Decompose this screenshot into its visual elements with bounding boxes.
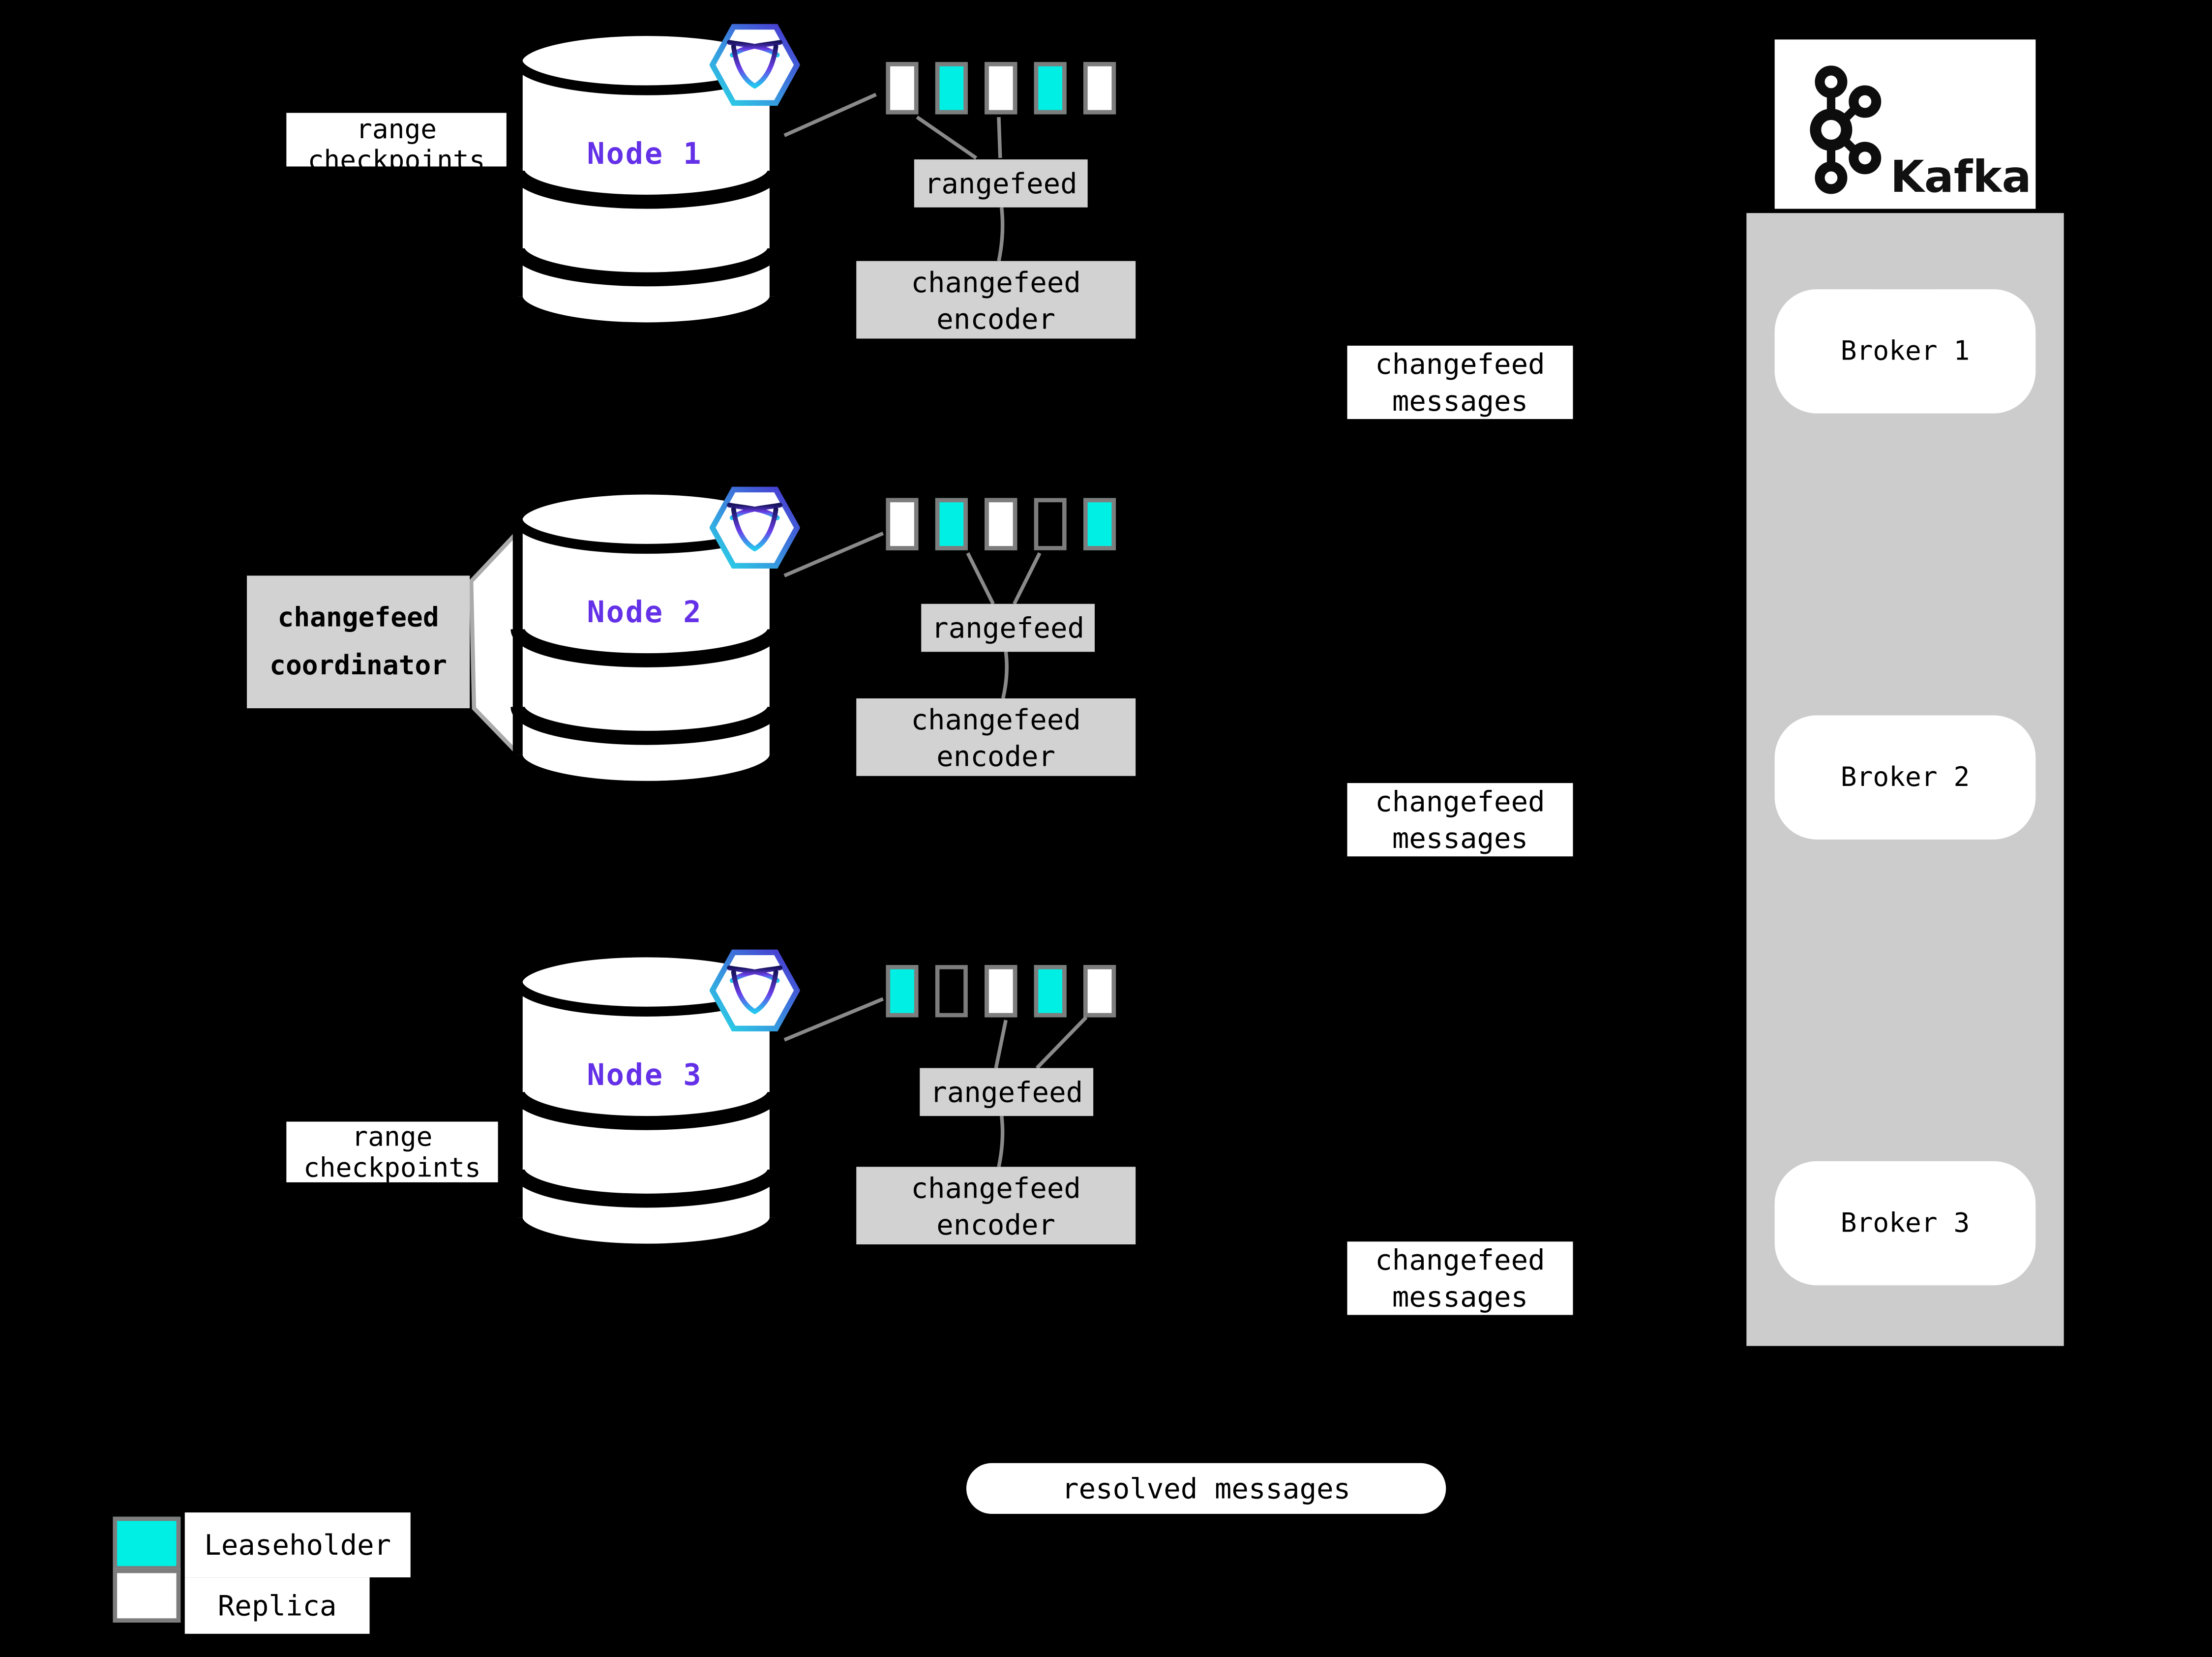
changefeed-encoder-box-node1: changefeed encoder bbox=[856, 261, 1136, 339]
cockroachdb-icon bbox=[709, 24, 800, 106]
range-square bbox=[886, 965, 919, 1018]
cockroachdb-icon bbox=[709, 486, 800, 569]
changefeed-messages-label-1: changefeed messages bbox=[1347, 345, 1573, 419]
range-square bbox=[935, 965, 968, 1018]
range-square bbox=[1083, 498, 1116, 550]
cockroachdb-icon bbox=[709, 949, 800, 1031]
encoder-label-line2: encoder bbox=[936, 1207, 1056, 1242]
messages-label-line2: messages bbox=[1392, 1279, 1528, 1314]
changefeed-messages-label-2: changefeed messages bbox=[1347, 783, 1573, 857]
range-square bbox=[985, 498, 1017, 550]
messages-label-line1: changefeed bbox=[1375, 347, 1545, 381]
range-checkpoints-line1: range bbox=[356, 114, 437, 146]
rangefeed-box-node1: rangefeed bbox=[914, 159, 1088, 208]
legend-replica-swatch bbox=[113, 1568, 181, 1623]
messages-label-line2: messages bbox=[1392, 821, 1528, 855]
range-square bbox=[1083, 62, 1116, 115]
range-square bbox=[1083, 965, 1116, 1018]
node1-label: Node 1 bbox=[587, 137, 703, 171]
legend-replica-label: Replica bbox=[184, 1577, 370, 1634]
range-square bbox=[985, 62, 1017, 115]
messages-label-line2: messages bbox=[1392, 384, 1528, 418]
kafka-cluster-container: Broker 1 Broker 2 Broker 3 bbox=[1746, 213, 2064, 1346]
encoder-label-line1: changefeed bbox=[911, 1171, 1081, 1205]
changefeed-encoder-box-node3: changefeed encoder bbox=[856, 1167, 1136, 1245]
broker-1: Broker 1 bbox=[1774, 289, 2036, 414]
range-checkpoints-label-node1: range checkpoints bbox=[286, 113, 507, 167]
range-square bbox=[1034, 498, 1067, 550]
changefeed-coordinator-box: changefeed coordinator bbox=[247, 575, 470, 709]
range-square bbox=[886, 498, 919, 550]
range-square bbox=[1034, 965, 1067, 1018]
kafka-logo-box: Kafka bbox=[1774, 39, 2036, 209]
range-square bbox=[1034, 62, 1067, 115]
kafka-icon bbox=[1810, 65, 1882, 194]
range-square bbox=[886, 62, 919, 115]
resolved-messages-pill: resolved messages bbox=[966, 1463, 1446, 1514]
node2-label: Node 2 bbox=[587, 595, 703, 630]
node3-label: Node 3 bbox=[587, 1058, 703, 1092]
coordinator-label-line2: coordinator bbox=[269, 650, 448, 682]
arrowhead-broker3 bbox=[2060, 1214, 2075, 1231]
broker-2: Broker 2 bbox=[1774, 715, 2036, 840]
node3-database-cylinder bbox=[510, 947, 782, 1254]
messages-label-line1: changefeed bbox=[1375, 784, 1545, 818]
rangefeed-box-node2: rangefeed bbox=[921, 603, 1095, 652]
encoder-label-line1: changefeed bbox=[911, 265, 1081, 300]
coordinator-funnel-shape bbox=[469, 528, 519, 757]
coordinator-label-line1: changefeed bbox=[277, 602, 439, 634]
range-checkpoints-line1: range bbox=[352, 1121, 433, 1153]
arrowhead-coordinator bbox=[234, 632, 254, 652]
broker-3: Broker 3 bbox=[1774, 1161, 2036, 1286]
changefeed-messages-label-3: changefeed messages bbox=[1347, 1241, 1573, 1315]
encoder-label-line1: changefeed bbox=[911, 702, 1081, 737]
range-square bbox=[935, 498, 968, 550]
range-square bbox=[935, 62, 968, 115]
legend-leaseholder-swatch bbox=[113, 1516, 181, 1570]
changefeed-encoder-box-node2: changefeed encoder bbox=[856, 698, 1136, 776]
messages-label-line1: changefeed bbox=[1375, 1243, 1545, 1277]
encoder-label-line2: encoder bbox=[936, 301, 1056, 336]
encoder-label-line2: encoder bbox=[936, 739, 1056, 773]
legend-leaseholder-label: Leaseholder bbox=[184, 1512, 411, 1578]
kafka-brand-label: Kafka bbox=[1890, 152, 2032, 204]
range-checkpoints-label-node3: range checkpoints bbox=[286, 1121, 498, 1182]
arrowhead-broker1 bbox=[2054, 332, 2075, 353]
rangefeed-box-node3: rangefeed bbox=[920, 1068, 1094, 1116]
range-square bbox=[985, 965, 1017, 1018]
range-checkpoints-line2: checkpoints bbox=[307, 145, 485, 167]
range-checkpoints-line2: checkpoints bbox=[303, 1152, 481, 1182]
